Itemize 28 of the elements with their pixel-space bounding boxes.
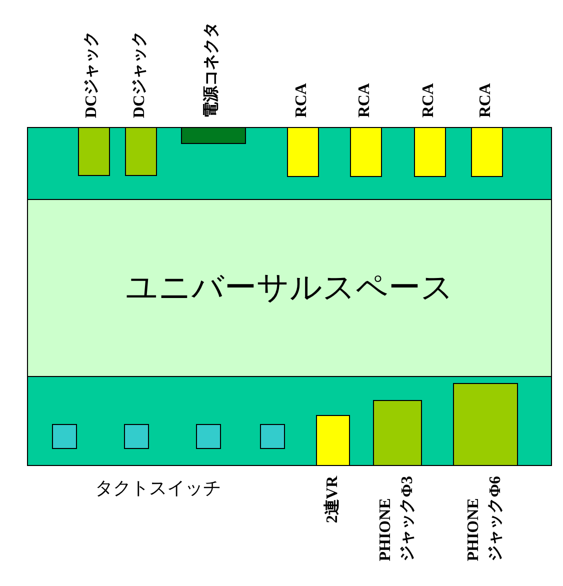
tact-switch — [196, 424, 221, 449]
tact-switch — [124, 424, 149, 449]
phone-jack — [453, 383, 518, 466]
board-strip — [27, 127, 552, 200]
part-label: タクトスイッチ — [95, 477, 221, 500]
part-label: RCA — [419, 83, 438, 118]
rca-jack — [287, 127, 319, 177]
part-label: RCA — [355, 83, 374, 118]
part-label: RCA — [476, 83, 495, 118]
tact-switch — [260, 424, 285, 449]
part-label: PHIONE ジャックΦ6 — [464, 476, 505, 562]
part-label: 電源コネクタ — [202, 22, 221, 118]
tact-switch — [52, 424, 77, 449]
phone-jack — [373, 400, 422, 466]
universal-space-area: ユニバーサルスペース — [27, 199, 552, 377]
dual-potentiometer — [316, 415, 350, 466]
board-strip — [27, 376, 552, 466]
part-label: PHIONE ジャックΦ3 — [376, 476, 417, 562]
part-label: DCジャック — [82, 30, 101, 118]
part-label: DCジャック — [130, 30, 149, 118]
power-connector — [181, 127, 246, 144]
part-label: RCA — [292, 83, 311, 118]
part-label: 2連VR — [322, 476, 342, 524]
dc-jack — [125, 127, 157, 176]
rca-jack — [471, 127, 503, 177]
rca-jack — [350, 127, 382, 177]
rca-jack — [414, 127, 446, 177]
dc-jack — [78, 127, 110, 176]
